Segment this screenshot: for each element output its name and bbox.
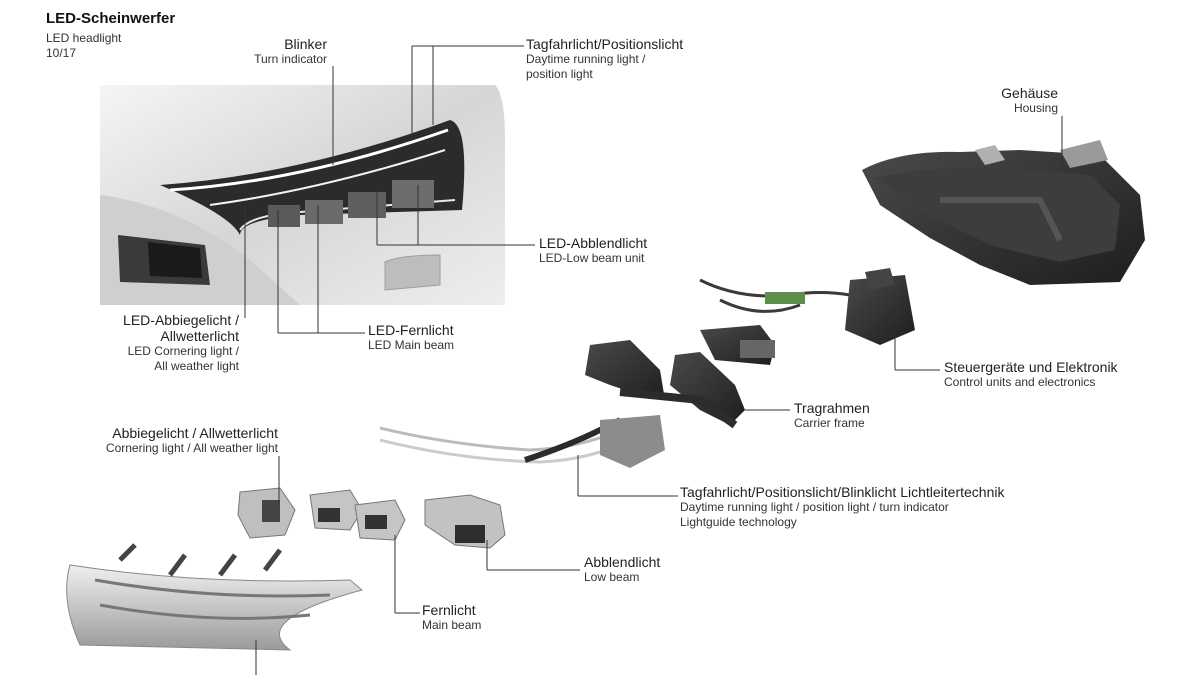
page-date: 10/17 xyxy=(46,46,77,60)
main-beam-module xyxy=(309,489,406,541)
label-de: Steuergeräte und Elektronik xyxy=(944,359,1118,375)
label-led-low-beam: LED-Abblendlicht LED-Low beam unit xyxy=(539,235,647,266)
car-headlight-photo xyxy=(100,85,505,305)
headlight-bezel-part xyxy=(66,543,364,651)
label-main-beam: Fernlicht Main beam xyxy=(422,602,481,633)
page-header: LED-Scheinwerfer LED headlight 10/17 xyxy=(46,10,175,61)
page-title: LED-Scheinwerfer xyxy=(46,10,176,27)
label-carrier-frame: Tragrahmen Carrier frame xyxy=(794,400,870,431)
label-en: LED Main beam xyxy=(368,338,455,352)
label-housing: Gehäuse Housing xyxy=(960,85,1058,116)
label-en: Daytime running light / xyxy=(526,52,646,66)
carrier-frame-part xyxy=(585,340,745,429)
label-daytime-running-light: Tagfahrlicht/Positionslicht Daytime runn… xyxy=(526,36,683,82)
housing-part xyxy=(862,140,1145,285)
label-de: Abbiegelicht / Allwetterlicht xyxy=(112,425,278,441)
low-beam-module xyxy=(424,494,506,549)
label-de: LED-Abbiegelicht / xyxy=(123,312,239,328)
label-low-beam: Abblendlicht Low beam xyxy=(584,554,660,585)
label-en: Turn indicator xyxy=(254,52,327,66)
label-de: Abblendlicht xyxy=(584,554,661,570)
label-cornering-light: Abbiegelicht / Allwetterlicht Cornering … xyxy=(60,425,278,456)
label-de: Gehäuse xyxy=(1001,85,1058,101)
label-de: Tragrahmen xyxy=(794,400,870,416)
label-de: Blinker xyxy=(284,36,327,52)
leader-lines xyxy=(244,45,1063,675)
label-de: LED-Fernlicht xyxy=(368,322,454,338)
label-led-main-beam: LED-Fernlicht LED Main beam xyxy=(368,322,454,353)
lightguide-part xyxy=(379,415,665,468)
label-en: LED-Low beam unit xyxy=(539,251,645,265)
label-de: Allwetterlicht xyxy=(160,328,239,344)
label-en: Control units and electronics xyxy=(944,375,1096,389)
label-lightguide: Tagfahrlicht/Positionslicht/Blinklicht L… xyxy=(680,484,1004,530)
control-units-part xyxy=(699,268,915,365)
label-en: Cornering light / All weather light xyxy=(105,441,278,455)
label-turn-indicator: Blinker Turn indicator xyxy=(200,36,327,67)
label-de: Tagfahrlicht/Positionslicht/Blinklicht L… xyxy=(680,484,1005,500)
label-en: Daytime running light / position light /… xyxy=(680,500,949,514)
label-control-units: Steuergeräte und Elektronik Control unit… xyxy=(944,359,1118,390)
label-en: LED Cornering light / xyxy=(127,344,239,358)
label-de: Tagfahrlicht/Positionslicht xyxy=(526,36,684,52)
label-de: LED-Abblendlicht xyxy=(539,235,648,251)
label-en: Carrier frame xyxy=(794,416,865,430)
label-de: Fernlicht xyxy=(422,602,476,618)
page-subtitle: LED headlight xyxy=(46,31,122,45)
label-en: Low beam xyxy=(584,570,640,584)
label-en: position light xyxy=(526,67,593,81)
cornering-light-module xyxy=(237,487,296,539)
label-en: Housing xyxy=(1013,101,1058,115)
label-en: Lightguide technology xyxy=(680,515,797,529)
label-en: Main beam xyxy=(422,618,482,632)
label-en: All weather light xyxy=(154,359,239,373)
label-led-cornering-light: LED-Abbiegelicht / Allwetterlicht LED Co… xyxy=(80,312,239,374)
